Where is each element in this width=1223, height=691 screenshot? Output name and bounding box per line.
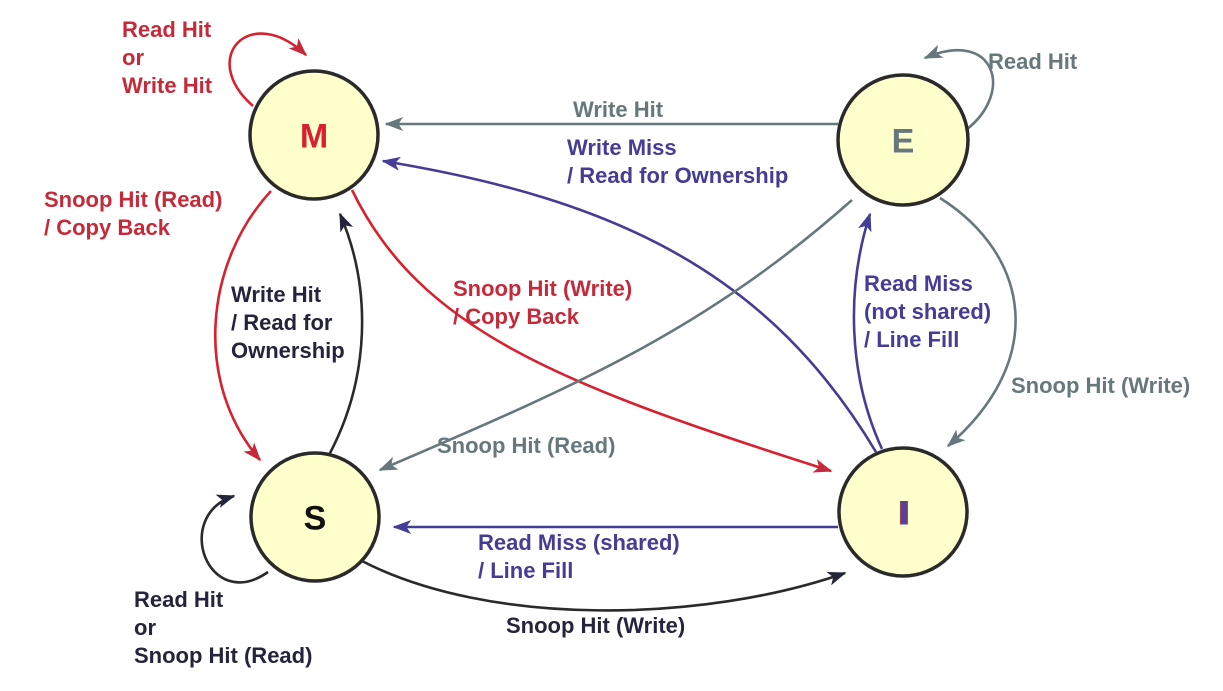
edge-label-s-self: Read Hit or Snoop Hit (Read) (134, 587, 313, 668)
edge-s-to-i (359, 558, 847, 612)
edge-label-e-to-i: Snoop Hit (Write) (1011, 373, 1191, 398)
edge-label-s-to-i: Snoop Hit (Write) (506, 613, 686, 638)
edge-label-i-to-m: Write Miss / Read for Ownership (567, 135, 789, 188)
state-label-i: I (899, 494, 909, 533)
edge-e-self (923, 44, 995, 132)
edge-m-to-s (213, 190, 272, 462)
edge-label-m-to-i: Snoop Hit (Write) / Copy Back (453, 276, 633, 329)
edge-i-to-e (852, 212, 884, 450)
state-node-m (248, 69, 380, 201)
edge-label-s-to-m: Write Hit / Read for Ownership (231, 282, 345, 363)
state-node-i (837, 446, 969, 578)
edge-e-to-s (378, 199, 853, 472)
edge-label-e-self: Read Hit (988, 49, 1078, 74)
edge-m-self (228, 32, 308, 107)
state-node-e (836, 73, 970, 207)
edge-e-to-i (939, 196, 1017, 448)
state-label-e: E (891, 122, 915, 161)
edge-label-m-to-s: Snoop Hit (Read) / Copy Back (44, 187, 223, 240)
edge-s-to-m (327, 212, 364, 456)
edge-m-to-i (350, 189, 833, 473)
state-node-s (249, 451, 381, 583)
edge-label-e-to-s: Snoop Hit (Read) (437, 433, 616, 458)
state-label-m: M (299, 117, 329, 156)
edge-i-to-m (381, 156, 878, 453)
edge-s-self (200, 494, 269, 584)
edge-label-i-to-s: Read Miss (shared) / Line Fill (478, 530, 680, 583)
edge-label-m-self: Read Hit or Write Hit (122, 17, 213, 98)
edge-label-i-to-e: Read Miss (not shared) / Line Fill (864, 271, 992, 352)
state-label-s: S (303, 499, 327, 538)
edge-label-e-to-m: Write Hit (573, 97, 664, 122)
